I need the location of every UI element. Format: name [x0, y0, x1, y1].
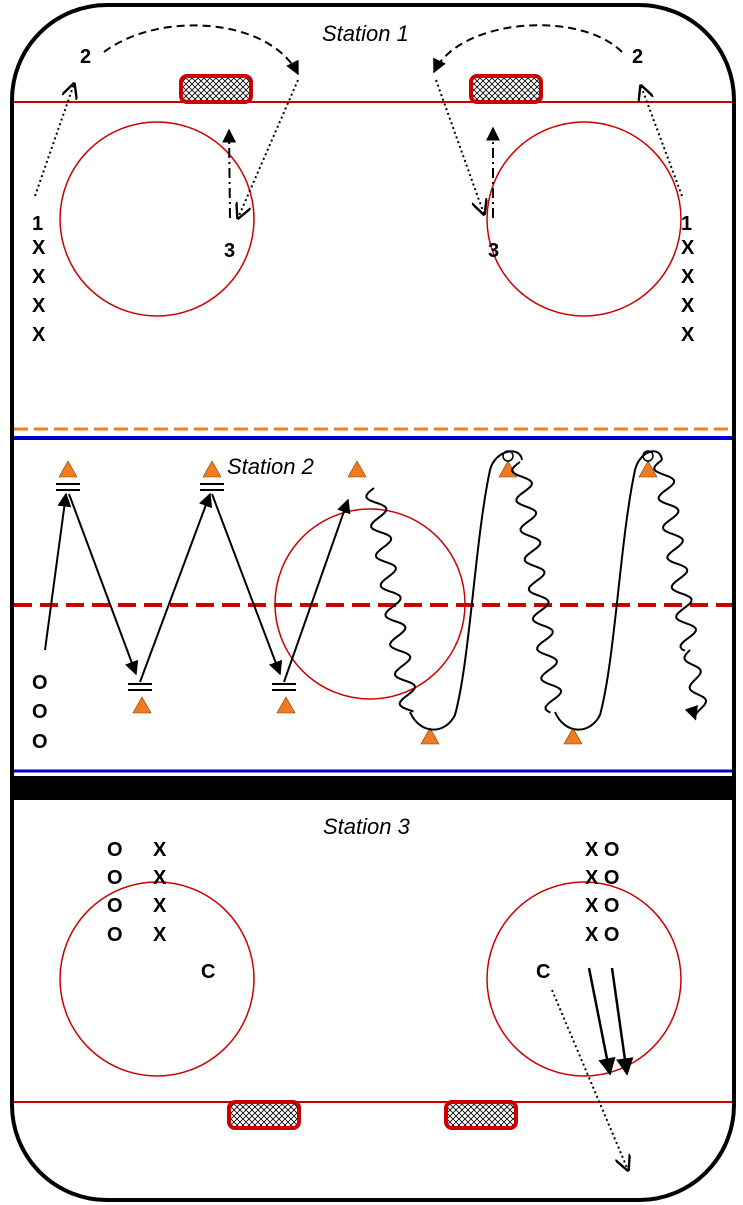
net-icon: [469, 74, 543, 104]
station-1-label: Station 1: [322, 21, 409, 46]
pass-arrow: [103, 24, 299, 76]
net-icon: [179, 74, 253, 104]
skate-path: [409, 450, 523, 731]
position-marker-3: 3: [488, 240, 499, 262]
faceoff-circle: [486, 121, 682, 317]
cone-icon: [638, 460, 658, 478]
skate-path-arrow: [139, 492, 213, 683]
player-o: O: [32, 672, 48, 694]
skate-path-arrow: [68, 493, 139, 676]
player-x: X: [681, 295, 695, 317]
player-o: O: [107, 867, 123, 889]
skate-path-arrow: [44, 492, 72, 651]
skate-path-arrow: [238, 79, 299, 218]
player-o: O: [32, 701, 48, 723]
player-x: X: [32, 266, 46, 288]
cone-icon: [58, 460, 78, 478]
skate-path-arrow: [211, 493, 283, 676]
player-x: X: [153, 895, 167, 917]
cone-icon: [276, 696, 296, 714]
cone-icon: [420, 727, 440, 745]
player-x: X: [32, 295, 46, 317]
stop-marks: [56, 483, 296, 691]
skate-path-arrow: [610, 967, 634, 1076]
puck-carry-path: [511, 461, 563, 714]
position-marker-2: 2: [632, 46, 643, 68]
cone-icon: [202, 460, 222, 478]
station-3-label: Station 3: [323, 814, 411, 839]
skate-path-arrow: [587, 967, 616, 1076]
player-o: O: [32, 731, 48, 753]
player-o: O: [107, 895, 123, 917]
player-o: O: [107, 924, 123, 946]
player-pair: X O: [585, 839, 619, 861]
cone-icon: [132, 696, 152, 714]
player-x: X: [32, 237, 46, 259]
position-marker-1: 1: [681, 213, 692, 235]
skate-path-arrow: [435, 79, 484, 214]
position-marker-1: 1: [32, 213, 43, 235]
faceoff-circle: [59, 881, 255, 1077]
player-x: X: [32, 324, 46, 346]
player-x: X: [153, 839, 167, 861]
pivot-loop: [642, 450, 654, 462]
player-x: X: [681, 324, 695, 346]
coach-marker: C: [201, 961, 215, 983]
player-x: X: [681, 237, 695, 259]
station-2-label: Station 2: [227, 454, 314, 479]
rink-boards: [10, 3, 736, 1202]
player-pair: X O: [585, 867, 619, 889]
faceoff-circle: [59, 121, 255, 317]
station-divider: [12, 776, 734, 800]
puck-carry-path: [653, 459, 697, 652]
position-marker-3: 3: [224, 240, 235, 262]
player-o: O: [107, 839, 123, 861]
player-pair: X O: [585, 895, 619, 917]
player-x: X: [681, 266, 695, 288]
shot-arrow: [222, 128, 237, 219]
player-pair: X O: [585, 924, 619, 946]
cone-icon: [347, 460, 367, 478]
cones-group: [58, 460, 658, 745]
coach-marker: C: [536, 961, 550, 983]
net-icon: [444, 1100, 518, 1130]
faceoff-circle: [486, 881, 682, 1077]
player-x: X: [153, 924, 167, 946]
net-icon: [227, 1100, 301, 1130]
player-x: X: [153, 867, 167, 889]
cone-icon: [563, 727, 583, 745]
pass-arrow: [433, 24, 623, 74]
pivot-loop: [502, 450, 514, 462]
position-marker-2: 2: [80, 46, 91, 68]
skate-path-arrow: [283, 498, 351, 683]
center-circle: [274, 508, 466, 700]
puck-carry-path: [365, 487, 417, 713]
puck-carry-path: [683, 649, 708, 721]
